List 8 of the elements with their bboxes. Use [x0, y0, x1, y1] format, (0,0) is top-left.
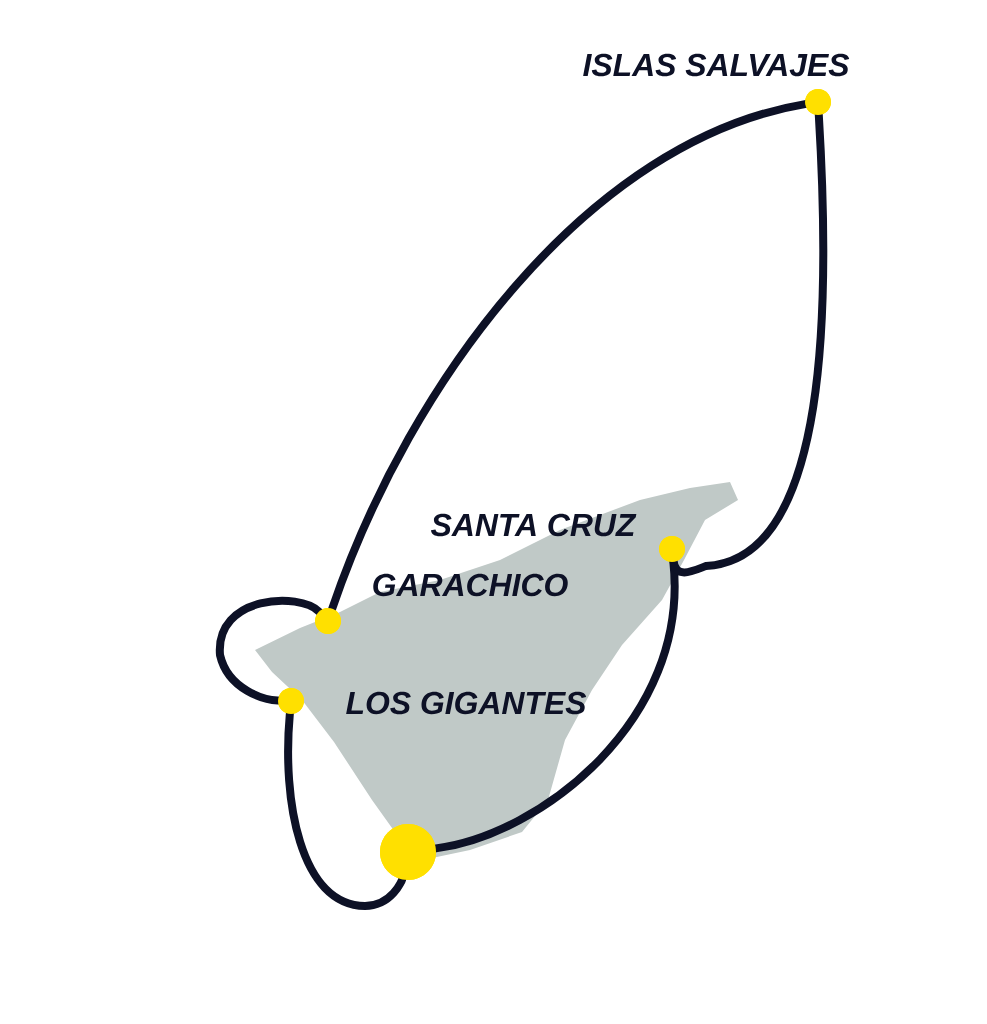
route-line — [669, 111, 828, 577]
route-line — [284, 710, 407, 910]
place-label: SANTA CRUZ — [431, 513, 637, 537]
route-line — [328, 100, 809, 613]
route-line — [216, 596, 323, 705]
place-label: GARACHICO — [373, 573, 568, 597]
place-label: LOS GIGANTES — [346, 691, 587, 715]
place-label: ISLAS SALVAJES — [583, 53, 850, 77]
